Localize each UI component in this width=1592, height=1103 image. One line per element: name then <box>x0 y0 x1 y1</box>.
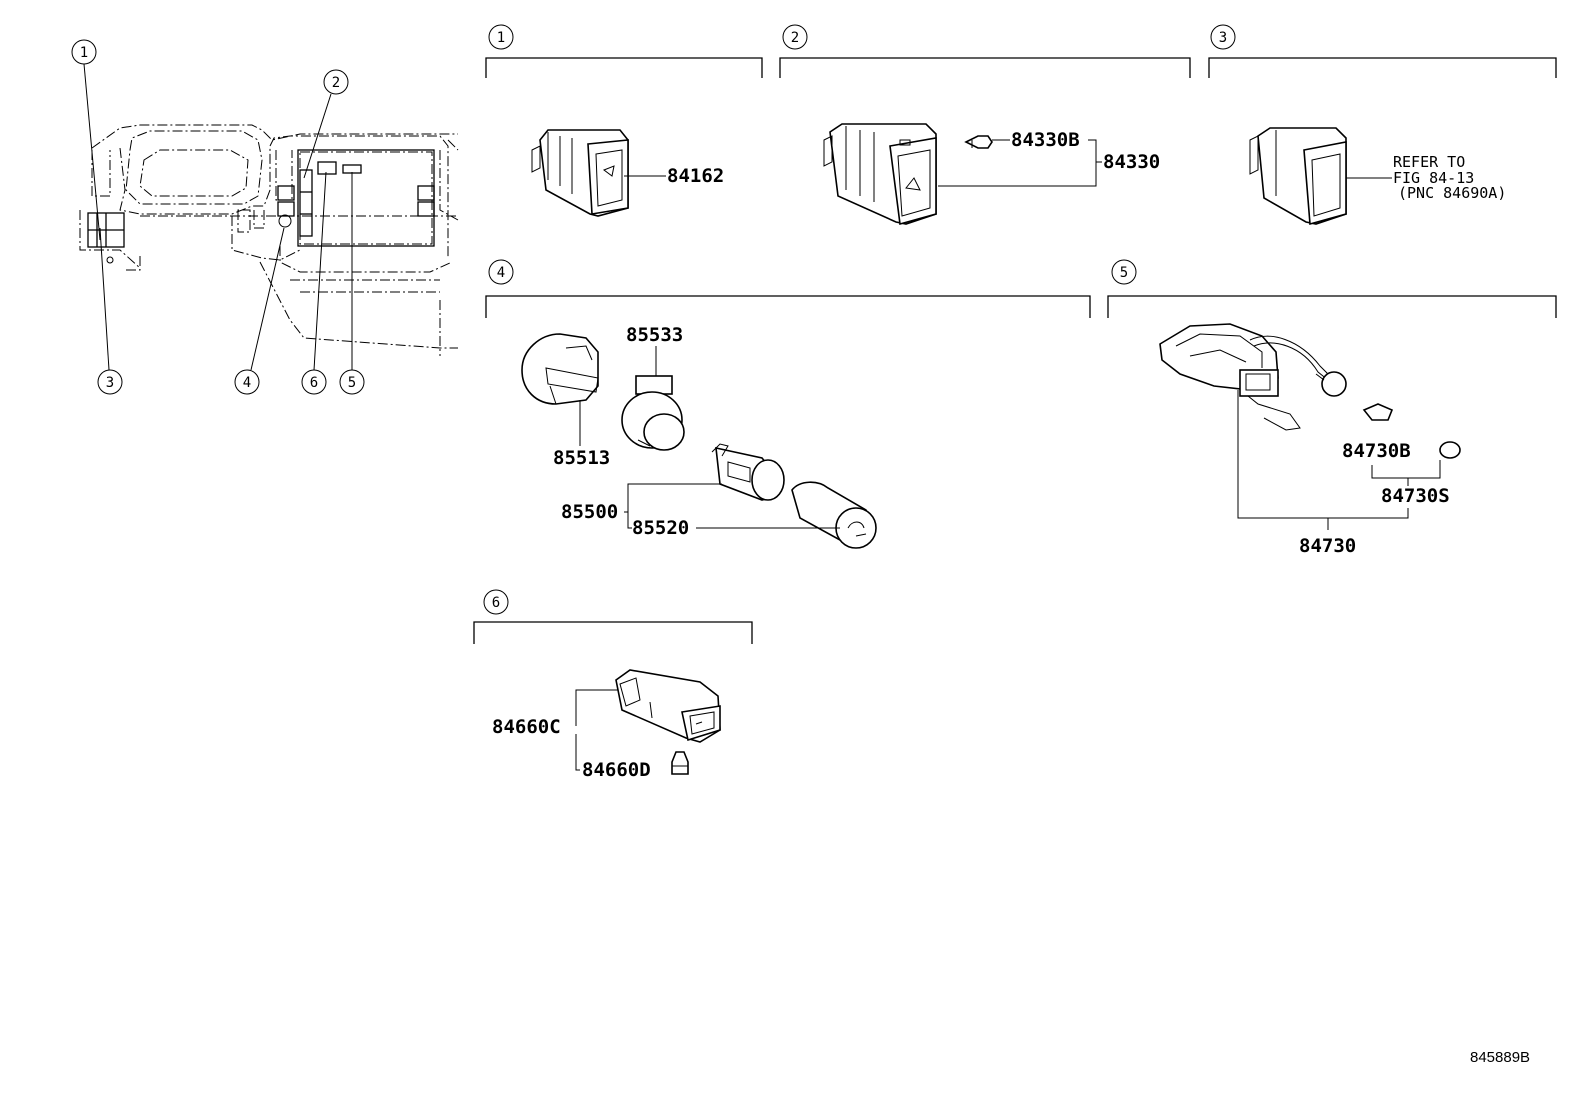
callout-4[interactable]: 4 <box>234 227 285 395</box>
dashboard-overview <box>79 124 459 356</box>
part-number-84660D[interactable]: 84660D <box>582 759 651 781</box>
section-4: 4 85513 85533 <box>485 259 1091 549</box>
callout-1[interactable]: 1 <box>71 39 101 241</box>
part-number-85500[interactable]: 85500 <box>561 501 618 523</box>
cap-84730S[interactable] <box>1439 441 1461 459</box>
reference-line-3: (PNC 84690A) <box>1398 184 1506 202</box>
svg-text:2: 2 <box>332 75 340 91</box>
svg-text:2: 2 <box>791 30 799 46</box>
part-number-84730[interactable]: 84730 <box>1299 535 1356 557</box>
svg-text:6: 6 <box>310 375 318 391</box>
part-number-85520[interactable]: 85520 <box>632 517 689 539</box>
part-number-84330[interactable]: 84330 <box>1103 151 1160 173</box>
part-number-84162[interactable]: 84162 <box>667 165 724 187</box>
svg-text:3: 3 <box>106 375 114 391</box>
ring-part-85513[interactable] <box>521 333 599 405</box>
part-number-84330B[interactable]: 84330B <box>1011 129 1080 151</box>
svg-text:4: 4 <box>497 265 505 281</box>
callout-3[interactable]: 3 <box>97 227 123 395</box>
bulb-84730B[interactable] <box>1362 403 1394 421</box>
svg-text:1: 1 <box>497 30 505 46</box>
svg-text:5: 5 <box>1120 265 1128 281</box>
svg-text:3: 3 <box>1219 30 1227 46</box>
callout-5[interactable]: 5 <box>339 172 365 395</box>
switch-part-84162[interactable] <box>531 129 629 217</box>
section-6: 6 84660C 84660D <box>473 589 753 781</box>
reference-line-2[interactable]: FIG 84-13 <box>1393 169 1474 187</box>
part-number-84730S[interactable]: 84730S <box>1381 485 1450 507</box>
svg-text:1: 1 <box>80 45 88 61</box>
sheet-id: 845889B <box>1470 1049 1530 1066</box>
part-number-84730B[interactable]: 84730B <box>1342 440 1411 462</box>
ring-part-85533[interactable] <box>621 375 685 451</box>
svg-text:5: 5 <box>348 375 356 391</box>
callout-6[interactable]: 6 <box>301 171 327 395</box>
svg-text:6: 6 <box>492 595 500 611</box>
plug-part-85520[interactable] <box>791 481 877 549</box>
overview-callouts: 1 2 3 4 6 5 <box>71 39 365 395</box>
section-1: 1 84162 <box>485 24 763 217</box>
svg-text:4: 4 <box>243 375 251 391</box>
socket-part-85500[interactable] <box>711 443 785 501</box>
switch-part-ref-84690A[interactable] <box>1249 127 1347 226</box>
switch-part-84660C[interactable] <box>615 669 721 743</box>
hazard-switch-84330[interactable] <box>823 123 937 226</box>
section-2: 2 84330B 84330 <box>779 24 1191 226</box>
section-3: 3 REFER TO FIG 84-13 (PNC 84690A) <box>1208 24 1557 226</box>
reference-line-1: REFER TO <box>1393 153 1465 171</box>
part-number-84660C[interactable]: 84660C <box>492 716 561 738</box>
section-5: 5 84730B 84730S 84730 <box>1107 259 1557 557</box>
bulb-84330B[interactable] <box>964 135 993 149</box>
part-number-85513[interactable]: 85513 <box>553 447 610 469</box>
callout-2[interactable]: 2 <box>303 69 349 179</box>
bulb-84660D[interactable] <box>671 751 689 775</box>
control-unit-84730[interactable] <box>1159 323 1347 431</box>
part-number-85533[interactable]: 85533 <box>626 324 683 346</box>
